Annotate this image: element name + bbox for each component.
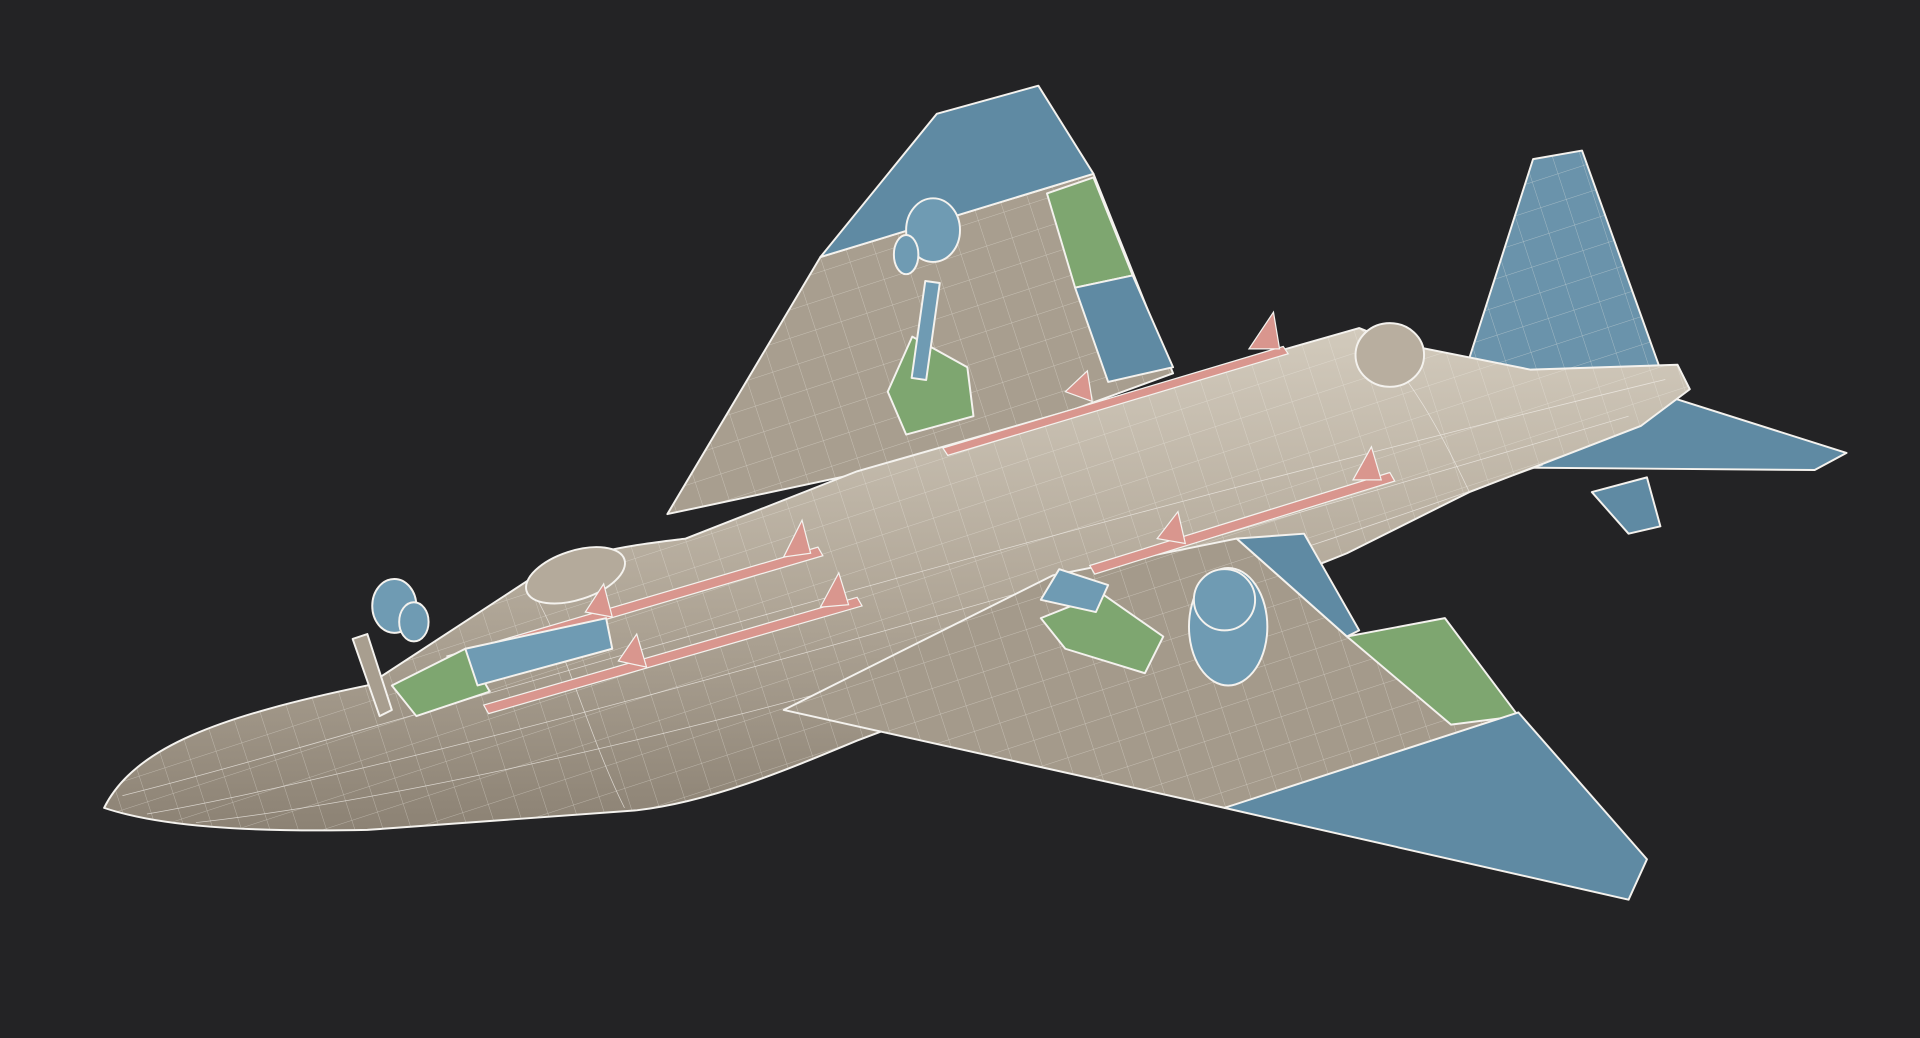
engine-nozzle [1354,322,1426,388]
missile [482,596,863,715]
missile [1088,471,1396,575]
nose-landing-gear [351,577,614,718]
missile [941,345,1290,457]
lower-wing-tip [1223,711,1648,901]
lower-wing [782,532,1648,901]
upper-wing-flap [1074,274,1175,383]
main-landing-gear-upper [886,197,975,436]
wheel [905,197,961,263]
main-landing-gear-lower [1039,566,1269,687]
upper-wing-tip [819,84,1095,259]
lower-wing-slat [1235,532,1361,638]
